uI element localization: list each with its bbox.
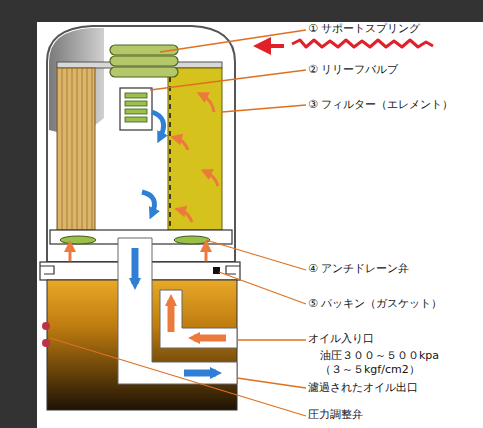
flow-arrow: [132, 248, 139, 284]
anti-drain-valve: [174, 236, 210, 244]
part-label: ⑤ パッキン（ガスケット）: [308, 297, 442, 311]
part-label: （３～５kgf/cm2）: [320, 363, 420, 377]
flow-arrow: [176, 138, 188, 150]
flow-arrow: [184, 370, 216, 377]
pressure-valve: [42, 322, 50, 330]
inlet-passage: [160, 290, 237, 348]
support-spring: [110, 67, 178, 77]
part-label: 油圧３００～５００kpa: [320, 349, 439, 363]
leader-line: [222, 105, 306, 112]
part-label: 圧力調整弁: [308, 408, 363, 422]
flow-arrow: [168, 300, 175, 332]
flow-arrow: [205, 246, 208, 262]
part-label: ② リリーフバルブ: [308, 63, 398, 77]
leader-lines: [50, 30, 306, 416]
flow-arrow: [206, 172, 218, 186]
flow-arrow: [152, 112, 164, 138]
relief-valve-spring: [125, 117, 147, 122]
pressure-valve: [42, 339, 50, 347]
white-panel: [37, 22, 483, 428]
flow-arrow: [202, 95, 214, 112]
leader-line: [206, 240, 306, 270]
relief-valve-spring: [125, 93, 147, 98]
annotation-squiggle: [292, 40, 433, 47]
part-label: ③ フィルター（エレメント）: [308, 98, 453, 112]
flow-arrow: [194, 335, 226, 342]
flow-arrow: [180, 210, 192, 222]
anti-drain-valve: [60, 236, 96, 244]
element-inner-edge: [169, 68, 171, 230]
filter-element: [168, 68, 222, 230]
leader-line: [237, 339, 306, 340]
flow-arrow: [142, 192, 154, 214]
support-spring: [110, 56, 178, 66]
outlet-passage: [118, 238, 237, 384]
leader-line: [219, 272, 306, 304]
canister-shell: [47, 26, 235, 262]
filter-element: [57, 68, 95, 230]
part-label: オイル入り口: [308, 332, 374, 346]
annotation-arrow: [262, 44, 284, 48]
gasket: [213, 267, 220, 274]
support-spring: [110, 45, 178, 55]
leader-line: [160, 30, 306, 52]
relief-valve-spring: [125, 101, 147, 106]
flow-arrow: [69, 246, 72, 262]
part-label: 濾過されたオイル出口: [308, 381, 418, 395]
leader-line: [50, 338, 306, 416]
leader-line: [150, 70, 306, 90]
relief-valve: [120, 88, 152, 130]
part-label: ① サポートスプリング: [308, 22, 420, 36]
part-label: ④ アンチドレーン弁: [308, 262, 409, 276]
relief-valve-spring: [125, 109, 147, 114]
leader-line: [237, 378, 306, 388]
